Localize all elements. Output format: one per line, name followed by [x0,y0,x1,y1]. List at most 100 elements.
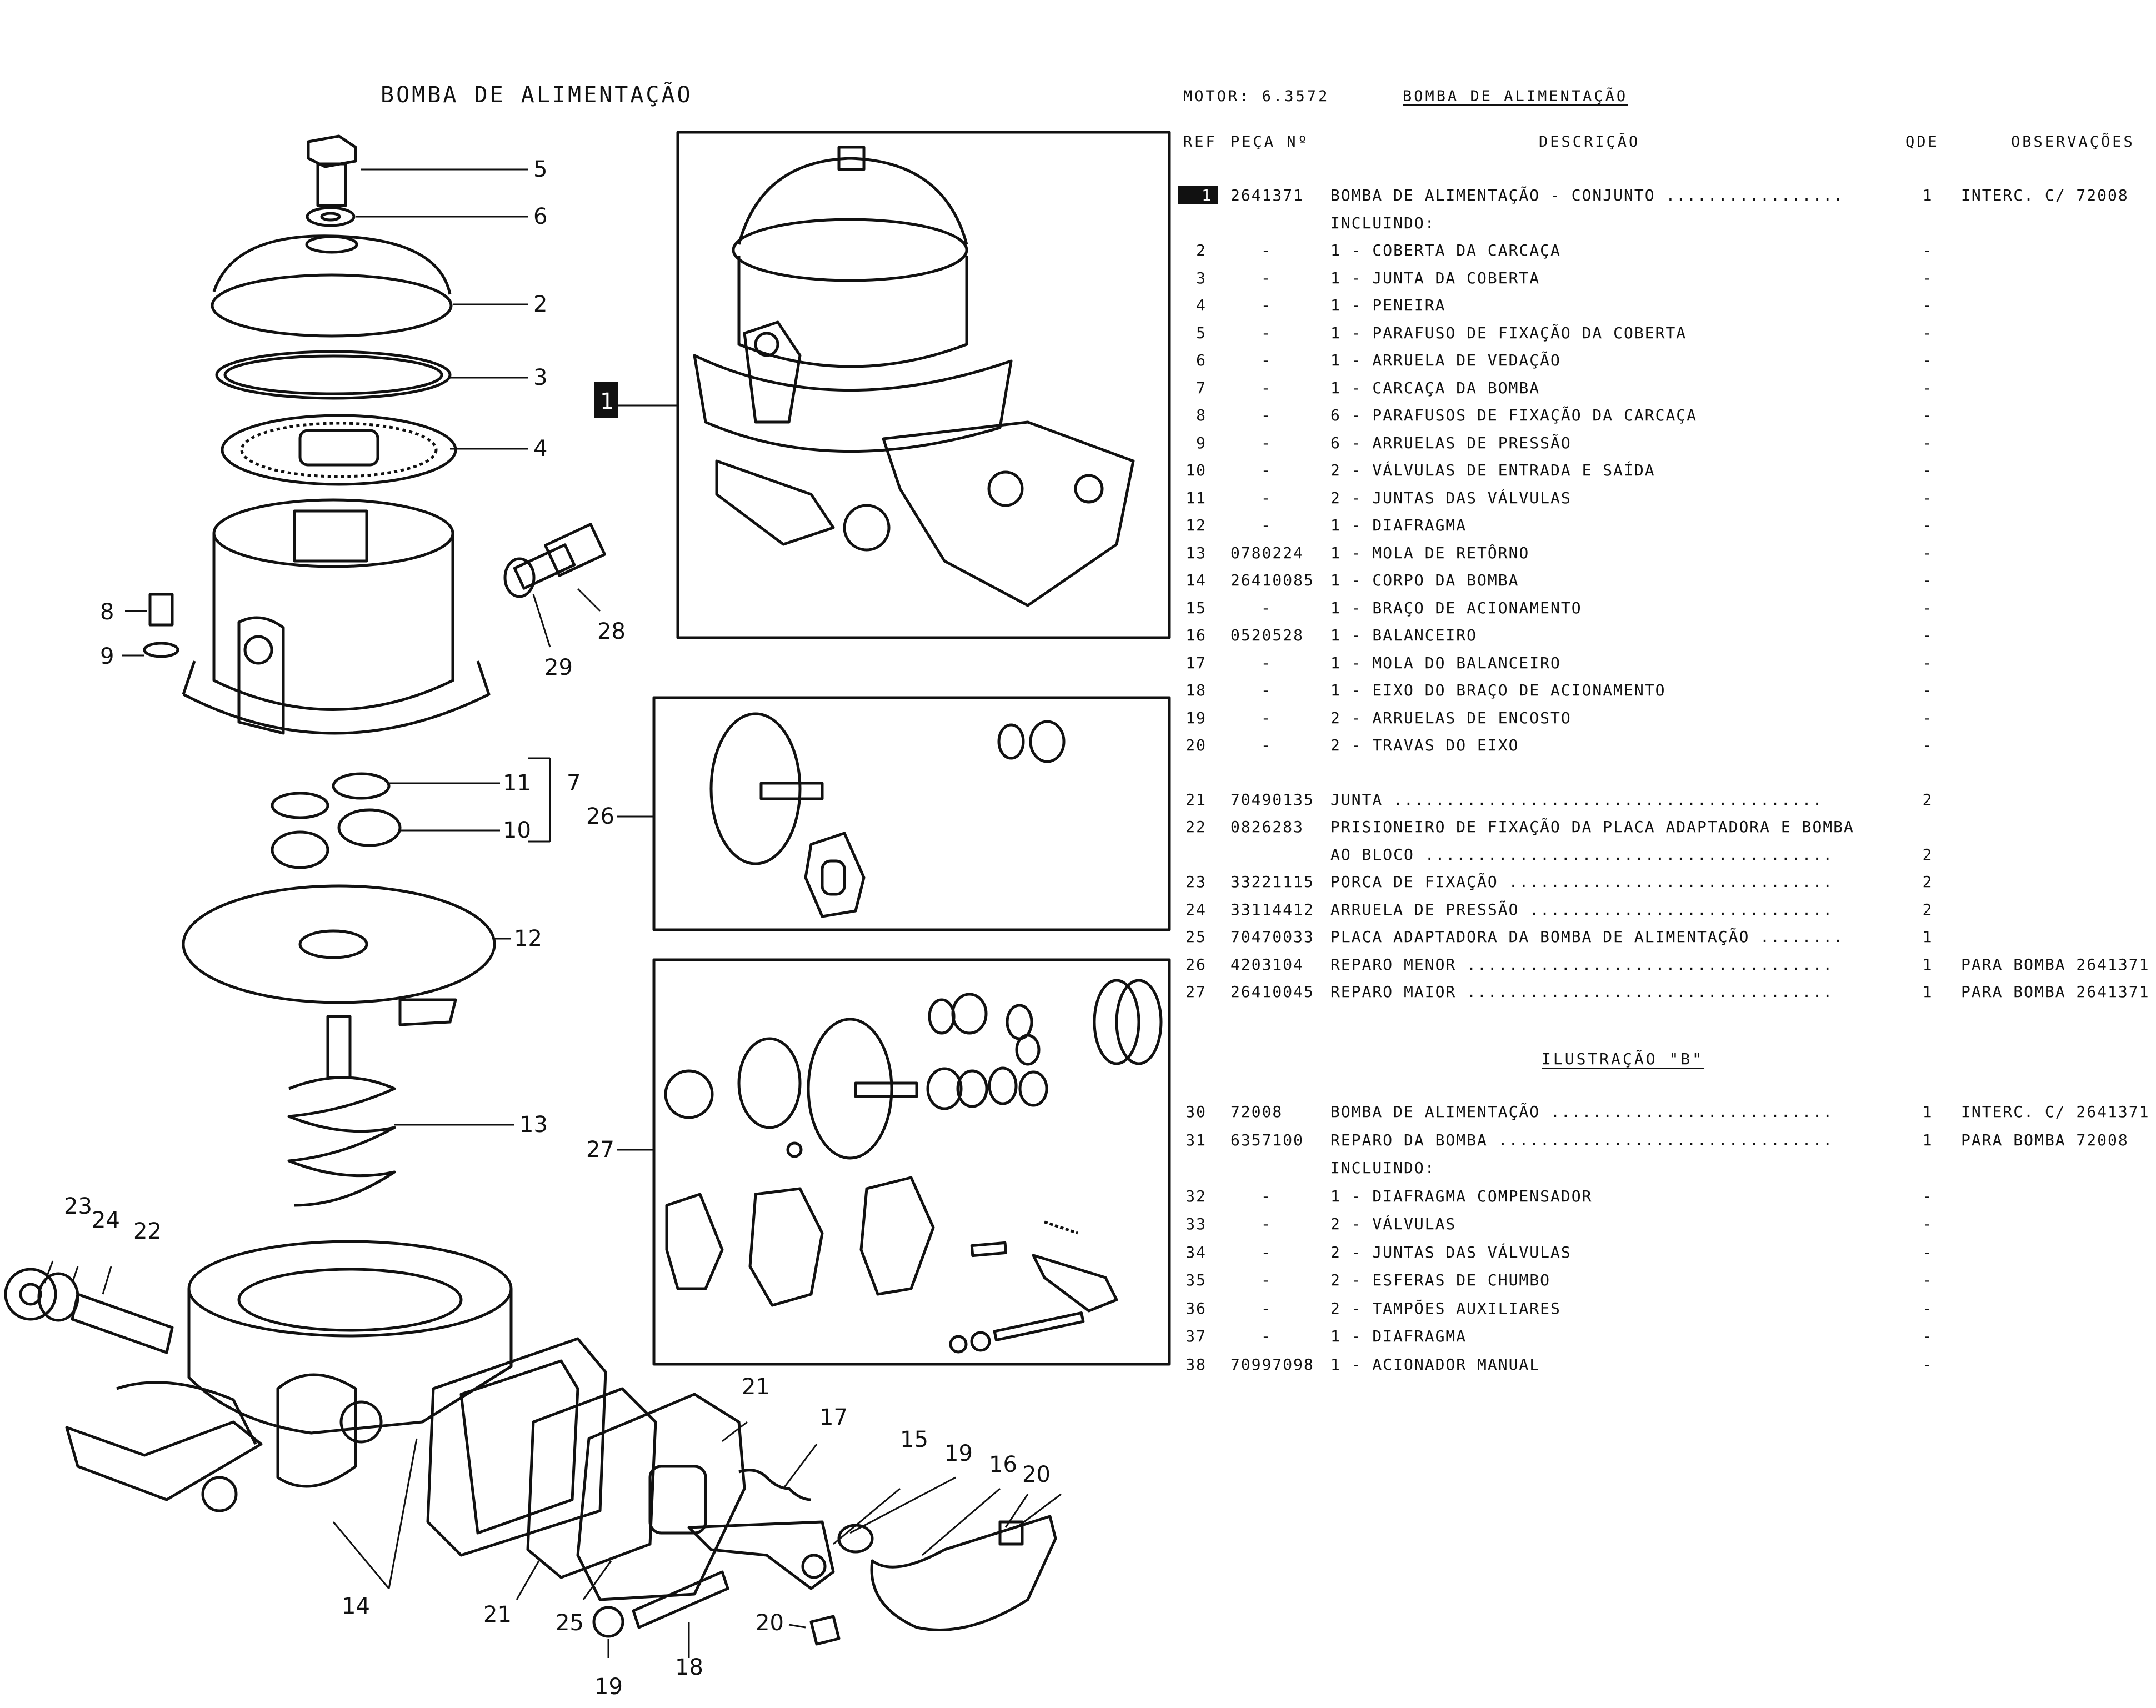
description-cell: PRISIONEIRO DE FIXAÇÃO DA PLACA ADAPTADO… [1330,818,1854,836]
ref-cell: 32 [1185,1186,1207,1205]
peca-cell: - [1261,1215,1272,1233]
washer-part-9 [143,642,179,658]
table-row: 5- 1 - PARAFUSO DE FIXAÇÃO DA COBERTA- [1178,324,2144,351]
quantity-cell: - [1922,598,1933,617]
observation-cell: INTERC. C/ 72008 [1961,186,2129,204]
ref-cell: 15 [1185,598,1207,617]
ref-cell: 26 [1185,955,1207,974]
peca-cell: - [1261,1271,1272,1289]
table-row: 17- 1 - MOLA DO BALANCEIRO- [1178,654,2144,681]
table-row: 34- 2 - JUNTAS DAS VÁLVULAS- [1178,1243,2144,1270]
callout-18: 18 [675,1655,703,1680]
peca-cell: - [1261,433,1272,452]
quantity-cell: 2 [1922,873,1933,891]
description-cell: 1 - CORPO DA BOMBA [1330,571,1519,589]
quantity-cell: - [1922,543,1933,562]
ref-cell: 7 [1196,378,1207,397]
peca-cell: 70470033 [1230,928,1314,946]
quantity-cell: - [1922,1327,1933,1345]
peca-cell: 2641371 [1230,186,1304,204]
ref-cell: 30 [1185,1103,1207,1121]
rocker-part-16 [870,1515,1057,1631]
col-header-peca: PEÇA Nº [1230,133,1309,151]
quantity-cell: 2 [1922,900,1933,919]
callout-14: 14 [342,1594,370,1619]
ref-cell: 33 [1185,1215,1207,1233]
description-cell: 1 - COBERTA DA CARCAÇA [1330,241,1561,259]
callout-22: 22 [133,1219,162,1244]
peca-cell: 0520528 [1230,626,1304,644]
callout-2: 2 [533,292,547,317]
callout-1: 1 [600,389,614,414]
callout-15: 15 [900,1427,928,1452]
description-cell: 2 - VÁLVULAS [1330,1215,1457,1233]
description-cell: 2 - ESFERAS DE CHUMBO [1330,1271,1551,1289]
ref-cell: 10 [1185,461,1207,479]
quantity-cell: - [1922,653,1933,672]
quantity-cell: - [1922,296,1933,314]
peca-cell: - [1261,1327,1272,1345]
table-row: 6- 1 - ARRUELA DE VEDAÇÃO- [1178,351,2144,378]
peca-cell: - [1261,1243,1272,1261]
peca-cell: 6357100 [1230,1130,1304,1149]
quantity-cell: 1 [1922,928,1933,946]
description-cell: 1 - MOLA DE RETÔRNO [1330,543,1530,562]
section-b-title: ILUSTRAÇÃO "B" [1542,1050,1704,1068]
description-cell: BOMBA DE ALIMENTAÇÃO ...................… [1330,1103,1834,1121]
ref-cell: 37 [1185,1327,1207,1345]
ref-cell: 11 [1185,488,1207,507]
illustration-title: BOMBA DE ALIMENTAÇÃO [381,82,693,108]
callout-16: 16 [989,1452,1017,1477]
ref-cell: 17 [1185,653,1207,672]
callout-28: 28 [597,619,626,644]
quantity-cell: - [1922,406,1933,424]
ref-cell: 13 [1185,543,1207,562]
pump-assembly-drawing [693,146,1135,607]
catalog-title: BOMBA DE ALIMENTAÇÃO [1403,88,1628,105]
callout-17: 17 [819,1405,848,1430]
peca-cell: 70997098 [1230,1355,1314,1374]
screen-part-4 [221,414,457,486]
col-header-obs: OBSERVAÇÕES [2011,133,2135,151]
callout-1-box [594,382,618,418]
ref-cell: 3 [1196,268,1207,287]
peca-cell: - [1261,406,1272,424]
peca-cell: - [1261,1186,1272,1205]
description-cell: 2 - VÁLVULAS DE ENTRADA E SAÍDA [1330,461,1655,479]
description-cell: 1 - BRAÇO DE ACIONAMENTO [1330,598,1582,617]
description-cell: 1 - EIXO DO BRAÇO DE ACIONAMENTO [1330,681,1666,699]
description-cell: 1 - DIAFRAGMA [1330,1327,1467,1345]
table-row: 8- 6 - PARAFUSOS DE FIXAÇÃO DA CARCAÇA- [1178,406,2144,433]
table-row: 11- 2 - JUNTAS DAS VÁLVULAS- [1178,489,2144,516]
quantity-cell: 2 [1922,845,1933,864]
description-cell: REPARO MAIOR ...........................… [1330,983,1834,1001]
observation-cell: PARA BOMBA 72008 [1961,1130,2129,1149]
washer-part-6 [306,206,356,227]
observation-cell: PARA BOMBA 2641371 [1961,983,2150,1001]
table-row: INCLUINDO: [1178,214,2144,241]
ref-cell: 8 [1196,406,1207,424]
table-row: 10 - 2 - VÁLVULAS DE ENTRADA E SAÍDA - [1178,461,2144,488]
peca-cell: - [1261,296,1272,314]
diaphragm-part-12 [182,884,496,1026]
description-cell: 1 - DIAFRAGMA COMPENSADOR [1330,1186,1593,1205]
ref-cell: 12 [1185,516,1207,534]
quantity-cell: - [1922,461,1933,479]
quantity-cell: - [1922,626,1933,644]
table-row: 7- 1 - CARCAÇA DA BOMBA- [1178,379,2144,406]
description-cell: 1 - ARRUELA DE VEDAÇÃO [1330,351,1561,369]
ref-cell: 35 [1185,1271,1207,1289]
peca-cell: - [1261,461,1272,479]
gasket-part-21-right [576,1393,746,1601]
quantity-cell: - [1922,1186,1933,1205]
nut-part-23 [4,1268,57,1321]
peca-cell: - [1261,378,1272,397]
description-cell: 1 - PARAFUSO DE FIXAÇÃO DA COBERTA [1330,323,1687,342]
peca-cell: - [1261,653,1272,672]
